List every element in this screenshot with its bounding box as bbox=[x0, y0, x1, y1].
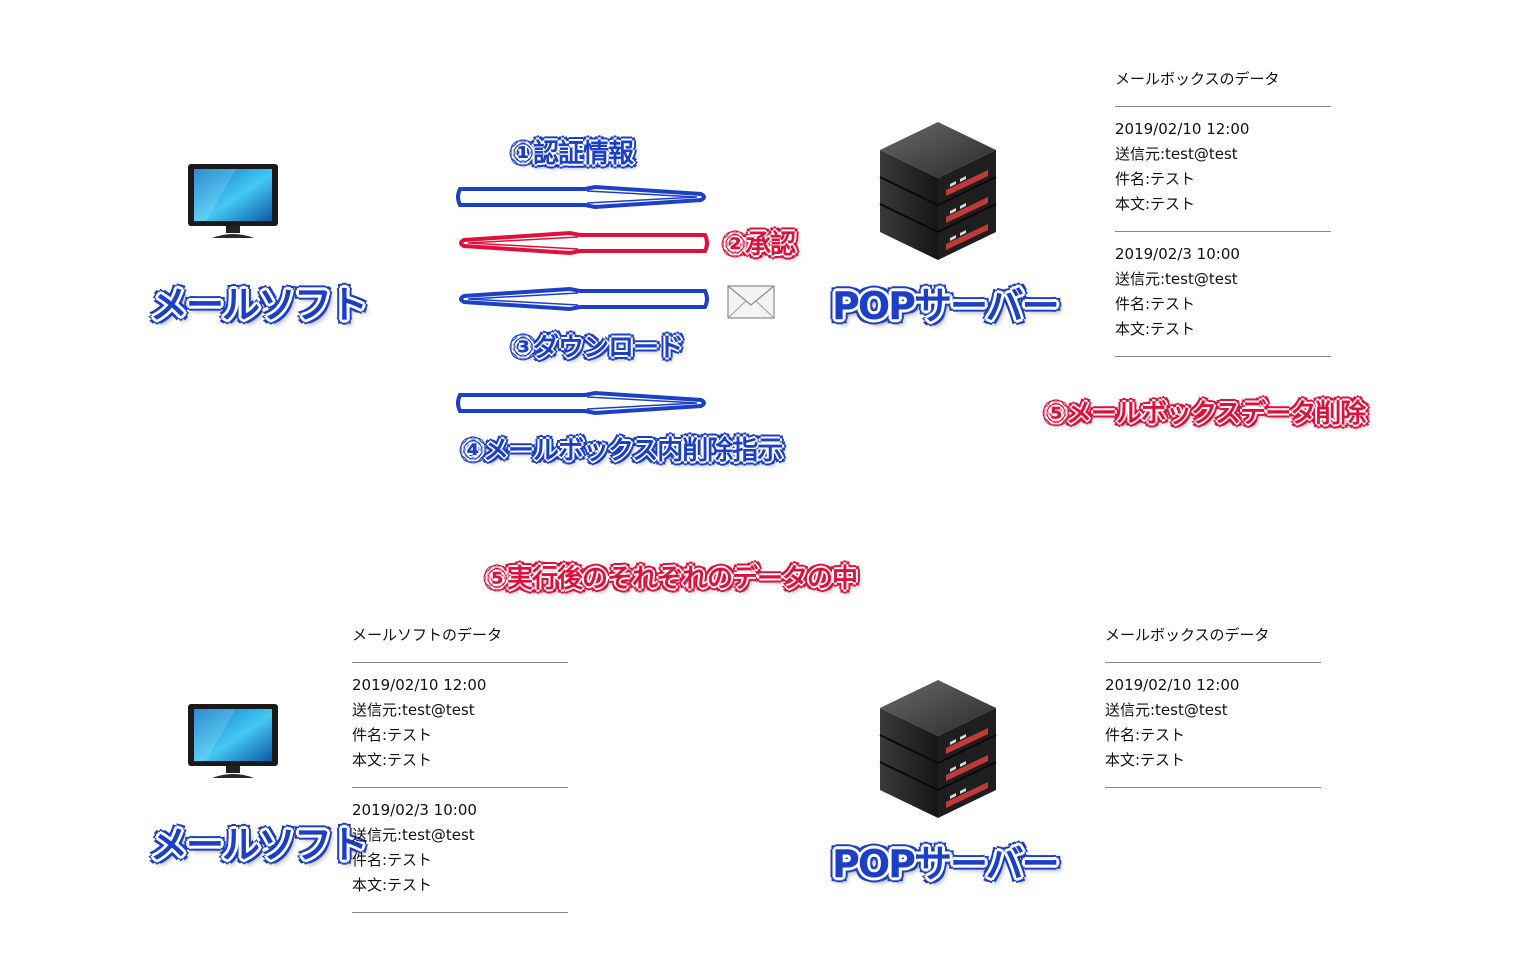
msg-date: 2019/02/10 12:00 bbox=[1115, 120, 1250, 138]
msg-body: 本文:テスト bbox=[1115, 195, 1196, 213]
separator bbox=[1105, 648, 1321, 673]
server-icon bbox=[879, 680, 997, 818]
msg-date: 2019/02/10 12:00 bbox=[1105, 676, 1240, 694]
separator bbox=[352, 898, 568, 923]
separator bbox=[1115, 92, 1331, 117]
step2-label: ②承認 bbox=[724, 230, 796, 260]
data-title: メールソフトのデータ bbox=[352, 626, 503, 644]
server-icon bbox=[879, 122, 997, 260]
pop-server-label: POPサーバー bbox=[832, 284, 1060, 328]
arrow-auth bbox=[456, 184, 706, 210]
msg-body: 本文:テスト bbox=[1105, 751, 1186, 769]
msg-from: 送信元:test@test bbox=[1105, 701, 1228, 719]
mail-soft-label: メールソフト bbox=[150, 823, 368, 867]
msg-subject: 件名:テスト bbox=[352, 851, 433, 869]
msg-date: 2019/02/3 10:00 bbox=[1115, 245, 1240, 263]
bottom-mailbox-data: メールボックスのデータ 2019/02/10 12:00 送信元:test@te… bbox=[1105, 623, 1321, 798]
msg-from: 送信元:test@test bbox=[1115, 145, 1238, 163]
mail-soft-label: メールソフト bbox=[150, 283, 368, 327]
separator bbox=[1115, 342, 1331, 367]
data-title: メールボックスのデータ bbox=[1105, 626, 1270, 644]
msg-subject: 件名:テスト bbox=[1105, 726, 1186, 744]
separator bbox=[1115, 217, 1331, 242]
msg-body: 本文:テスト bbox=[352, 751, 433, 769]
envelope-icon bbox=[727, 285, 775, 319]
step4-label: ④メールボックス内削除指示 bbox=[462, 436, 783, 466]
arrow-approve bbox=[459, 230, 709, 256]
msg-from: 送信元:test@test bbox=[1115, 270, 1238, 288]
bottom-mailsoft-data: メールソフトのデータ 2019/02/10 12:00 送信元:test@tes… bbox=[352, 623, 568, 923]
step1-label: ①認証情報 bbox=[512, 139, 634, 169]
monitor-icon bbox=[188, 704, 278, 778]
data-title: メールボックスのデータ bbox=[1115, 70, 1280, 88]
msg-subject: 件名:テスト bbox=[352, 726, 433, 744]
step5-label: ⑤メールボックスデータ削除 bbox=[1045, 399, 1366, 429]
msg-from: 送信元:test@test bbox=[352, 826, 475, 844]
msg-date: 2019/02/3 10:00 bbox=[352, 801, 477, 819]
separator bbox=[352, 773, 568, 798]
msg-date: 2019/02/10 12:00 bbox=[352, 676, 487, 694]
monitor-icon bbox=[188, 164, 278, 238]
after-step5-label: ⑤実行後のそれぞれのデータの中 bbox=[486, 564, 858, 594]
msg-subject: 件名:テスト bbox=[1115, 295, 1196, 313]
separator bbox=[1105, 773, 1321, 798]
top-mailbox-data: メールボックスのデータ 2019/02/10 12:00 送信元:test@te… bbox=[1115, 67, 1331, 367]
msg-body: 本文:テスト bbox=[1115, 320, 1196, 338]
arrow-delete-instruction bbox=[456, 390, 706, 416]
msg-subject: 件名:テスト bbox=[1115, 170, 1196, 188]
arrow-download bbox=[459, 286, 709, 312]
msg-body: 本文:テスト bbox=[352, 876, 433, 894]
separator bbox=[352, 648, 568, 673]
pop-server-label: POPサーバー bbox=[832, 842, 1060, 886]
step3-label: ③ダウンロード bbox=[512, 333, 684, 363]
msg-from: 送信元:test@test bbox=[352, 701, 475, 719]
